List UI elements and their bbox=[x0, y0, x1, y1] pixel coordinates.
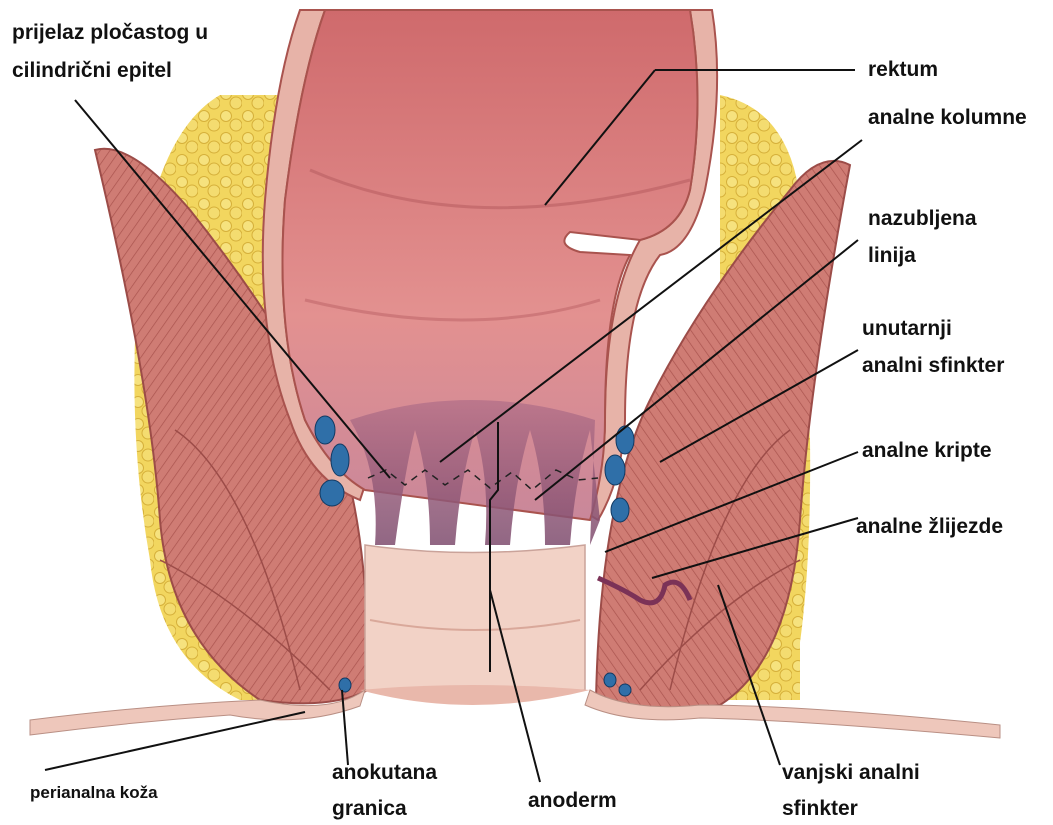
label-analne-kripte: analne kripte bbox=[862, 436, 992, 465]
label-unutarnji-line1: unutarnji bbox=[862, 314, 952, 343]
label-rektum: rektum bbox=[868, 55, 938, 84]
label-vanjski-line2: sfinkter bbox=[782, 794, 858, 823]
label-nazubljena-line2: linija bbox=[868, 241, 916, 270]
label-anokutana-line1: anokutana bbox=[332, 758, 437, 787]
label-unutarnji-line2: analni sfinkter bbox=[862, 351, 1004, 380]
label-vanjski-line1: vanjski analni bbox=[782, 758, 920, 787]
label-prijelaz-line2: cilindrični epitel bbox=[12, 56, 172, 85]
label-anokutana-line2: granica bbox=[332, 794, 407, 823]
label-prijelaz-line1: prijelaz pločastog u bbox=[12, 18, 208, 47]
label-perianalna: perianalna koža bbox=[30, 778, 158, 807]
label-analne-zlijezde: analne žlijezde bbox=[856, 512, 1003, 541]
label-anoderm: anoderm bbox=[528, 786, 617, 815]
label-nazubljena-line1: nazubljena bbox=[868, 204, 977, 233]
label-analne-kolumne: analne kolumne bbox=[868, 103, 1027, 132]
anoderm-region bbox=[360, 545, 590, 705]
